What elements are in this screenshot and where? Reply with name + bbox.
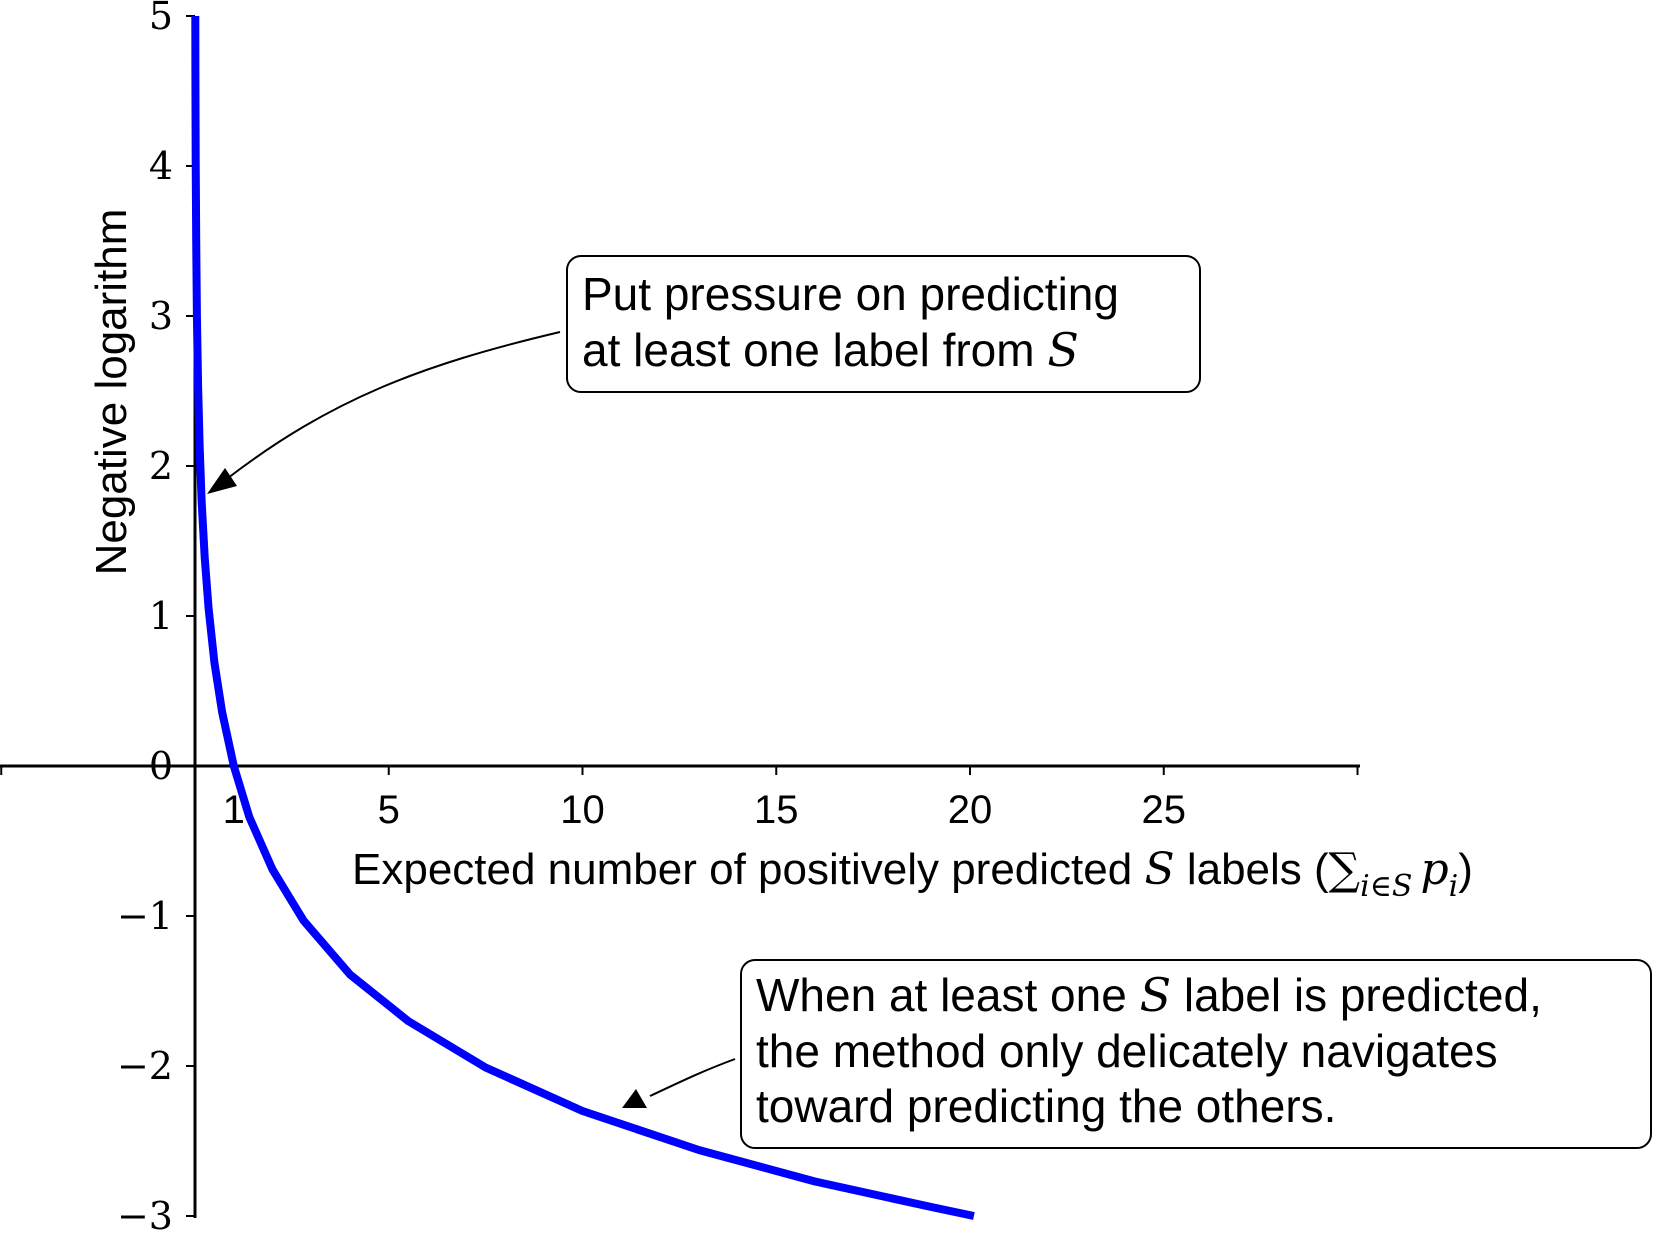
x-axis-title-term: p	[1420, 844, 1448, 895]
x-tick-label: 1	[223, 788, 245, 832]
annotation-top-box	[566, 255, 1201, 393]
annotation-bottom-line3: toward predicting the others.	[756, 1080, 1336, 1132]
y-tick-label: −2	[117, 1044, 173, 1088]
annotation-bottom-line1-suffix: label is predicted,	[1171, 969, 1542, 1021]
x-tick-label: 15	[754, 788, 799, 832]
y-tick-label: −1	[117, 894, 173, 938]
x-axis-title: Expected number of positively predicted …	[352, 844, 1473, 904]
x-axis-title-sub: i∈S	[1360, 869, 1412, 904]
y-tick-label: −3	[117, 1194, 173, 1238]
annotation-bottom-line1-prefix: When at least one	[756, 969, 1140, 1021]
annotation-bottom-box	[740, 959, 1652, 1149]
y-tick-label: 1	[149, 594, 173, 638]
annotation-bottom-arrow	[649, 1058, 736, 1097]
y-tick-label: 4	[149, 144, 173, 188]
x-axis-title-prefix: Expected number of positively predicted	[352, 845, 1144, 894]
annotation-top-line1: Put pressure on predicting	[582, 268, 1119, 320]
x-axis-title-close: )	[1458, 845, 1473, 894]
x-tick-label: 10	[560, 788, 605, 832]
annotation-bottom-line2: the method only delicately navigates	[756, 1025, 1498, 1077]
x-tick-label: 25	[1142, 788, 1187, 832]
annotation-top-arrowhead	[207, 468, 237, 494]
annotation-top-var: S	[1047, 323, 1079, 377]
y-tick-label: 3	[149, 294, 173, 338]
annotation-top: Put pressure on predicting at least one …	[207, 255, 1201, 494]
annotation-bottom-arrowhead	[622, 1089, 647, 1108]
x-axis-title-var: S	[1144, 844, 1174, 895]
annotation-bottom: When at least one S label is predicted, …	[622, 959, 1652, 1149]
y-tick-label: 0	[149, 744, 173, 788]
y-tick-label: 5	[149, 0, 173, 38]
annotation-top-line2: at least one label from S	[582, 323, 1079, 377]
x-tick-label: 5	[378, 788, 400, 832]
annotation-top-line2-text: at least one label from	[582, 324, 1047, 376]
annotation-top-arrow	[227, 331, 561, 479]
y-tick-label: 2	[149, 444, 173, 488]
series-line	[191, 15, 975, 1220]
annotation-bottom-var: S	[1140, 968, 1172, 1022]
y-axis-title: Negative logarithm	[87, 209, 136, 576]
x-tick-label: 20	[948, 788, 993, 832]
x-axis-title-term-sub: i	[1449, 869, 1459, 904]
annotation-bottom-line1: When at least one S label is predicted,	[756, 968, 1542, 1022]
x-axis-title-suffix: labels (	[1175, 845, 1329, 894]
x-axis-title-sum: ∑	[1329, 844, 1360, 895]
